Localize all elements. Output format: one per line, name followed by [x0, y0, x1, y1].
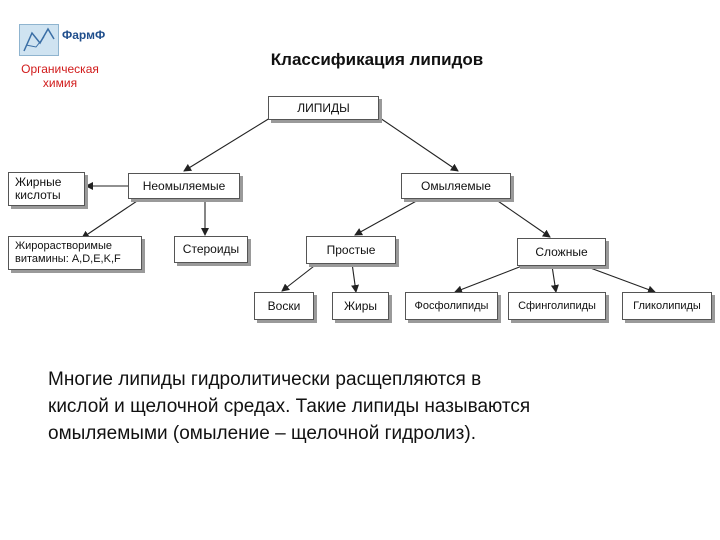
edge-simple-waxes — [281, 262, 319, 292]
node-fat-soluble-vitamins: Жирорастворимые витамины: A,D,E,K,F — [8, 236, 142, 270]
page-title: Классификация липидов — [270, 50, 484, 69]
node-glycolipids: Гликолипиды — [622, 292, 712, 320]
brand-label: ФармФ — [62, 28, 106, 42]
edge-complex-phospholipids — [454, 265, 523, 294]
logo-icon — [19, 24, 59, 56]
node-complex: Сложные — [517, 238, 606, 266]
node-fatty-acids: Жирные кислоты — [8, 172, 85, 206]
edge-saponifiable-simple — [354, 198, 421, 236]
node-nonsaponifiable: Неомыляемые — [128, 173, 240, 199]
node-phospholipids: Фосфолипиды — [405, 292, 498, 320]
edge-lipids-nonsaponifiable — [183, 117, 271, 172]
node-simple: Простые — [306, 236, 396, 264]
edge-simple-fats — [351, 262, 360, 293]
edge-saponifiable-complex — [494, 198, 551, 238]
node-waxes: Воски — [254, 292, 314, 320]
edge-nonsaponifiable-vitamins — [81, 198, 141, 239]
body-paragraph: Многие липиды гидролитически расщепляютс… — [48, 369, 531, 444]
node-saponifiable: Омыляемые — [401, 173, 511, 199]
edge-lipids-saponifiable — [379, 117, 459, 172]
node-lipids: ЛИПИДЫ — [268, 96, 379, 120]
node-fats: Жиры — [332, 292, 389, 320]
node-steroids: Стероиды — [174, 236, 248, 263]
edge-complex-glycolipids — [584, 265, 656, 294]
edge-complex-sphingolipids — [550, 265, 559, 293]
node-sphingolipids: Сфинголипиды — [508, 292, 606, 320]
subject-label: Органическая химия — [21, 62, 99, 90]
